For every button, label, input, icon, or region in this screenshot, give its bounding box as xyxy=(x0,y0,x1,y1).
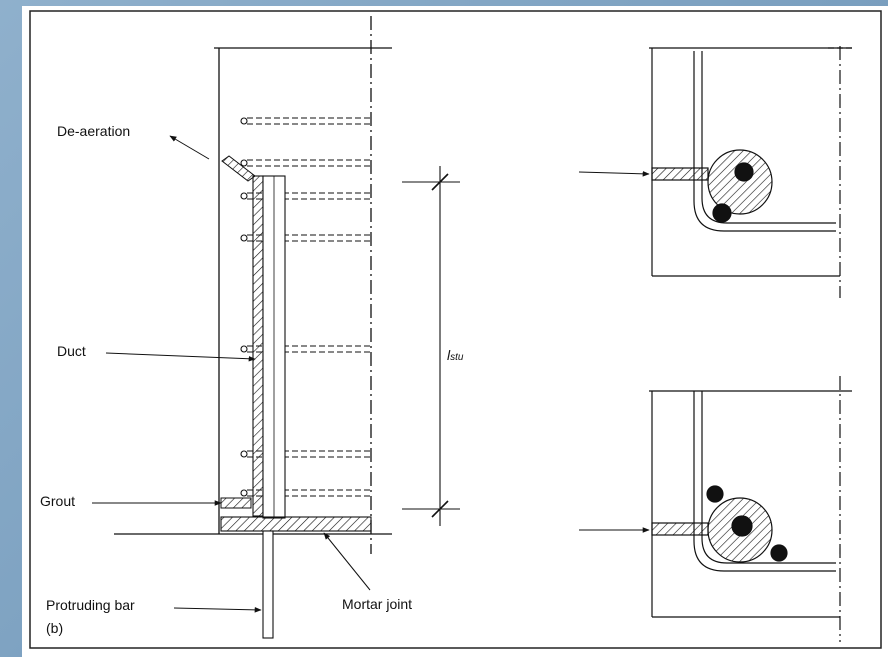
diagram-panel: De-aeration Duct Grout Protruding bar (b… xyxy=(22,6,888,657)
duct-leader xyxy=(105,352,256,362)
mortar-joint xyxy=(220,516,372,532)
section-detail-top xyxy=(649,46,852,298)
label-grout: Grout xyxy=(40,493,76,509)
label-mortar-joint: Mortar joint xyxy=(342,596,413,612)
duct xyxy=(252,175,264,517)
bar-dot-bottom-left xyxy=(706,485,724,503)
detail-top-arrow xyxy=(578,171,650,177)
connection-detail-diagram xyxy=(29,10,882,649)
deaeration-leader xyxy=(169,135,210,160)
label-duct: Duct xyxy=(57,343,86,359)
bar-dot-top-b xyxy=(712,203,732,223)
bar-dot-top-a xyxy=(734,162,754,182)
deaeration-tube xyxy=(221,155,256,182)
grout-fill xyxy=(220,497,252,509)
label-part: (b) xyxy=(46,620,64,636)
protruding-bar-leader xyxy=(173,607,262,613)
bar-dot-bottom-right xyxy=(770,544,788,562)
length-subscript: stu xyxy=(450,352,464,363)
section-detail-bottom xyxy=(649,376,852,642)
bar-dot-bottom-center xyxy=(731,515,753,537)
label-length: lstu xyxy=(447,347,463,363)
label-deaeration: De-aeration xyxy=(57,123,131,139)
length-symbol: l xyxy=(447,347,451,363)
wall-element xyxy=(214,16,392,554)
label-protruding-bar: Protruding bar xyxy=(46,597,135,613)
leader-lines xyxy=(92,135,371,613)
length-dimension xyxy=(402,166,460,526)
figure-frame xyxy=(29,10,882,649)
mortar-joint-leader xyxy=(323,532,371,591)
protruding-bar xyxy=(262,530,274,639)
stirrup-1 xyxy=(240,117,371,125)
stirrup-2 xyxy=(240,159,371,167)
